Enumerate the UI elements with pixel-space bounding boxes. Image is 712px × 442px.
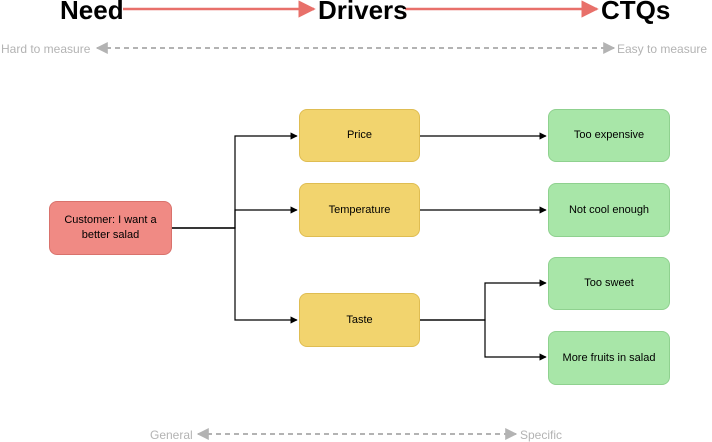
need-node-label: Customer: I want a better salad [64, 214, 157, 241]
ctq-node-label: Too sweet [584, 277, 634, 289]
hard-to-measure-label: Hard to measure [1, 42, 91, 56]
ctq-node-label: Not cool enough [568, 203, 650, 216]
ctq-node-label: More fruits in salad [562, 351, 656, 364]
ctq-node-more-fruits[interactable]: More fruits in salad [548, 331, 670, 385]
driver-node-temperature[interactable]: Temperature [299, 183, 420, 237]
need-to-taste-connector [172, 227, 298, 324]
need-to-temperature-connector [172, 206, 298, 229]
driver-node-taste[interactable]: Taste [299, 293, 420, 347]
need-node[interactable]: Customer: I want a better salad [49, 201, 172, 255]
ctq-node-too-sweet[interactable]: Too sweet [548, 257, 670, 310]
ctqs-heading: CTQs [601, 0, 671, 25]
driver-node-price[interactable]: Price [299, 109, 420, 162]
taste-to-too-sweet-connector [420, 279, 547, 321]
driver-node-label: Temperature [328, 203, 391, 216]
specific-label: Specific [520, 428, 563, 442]
general-label: General [150, 428, 193, 442]
driver-node-label: Taste [346, 313, 373, 326]
easy-to-measure-label: Easy to measure [617, 42, 708, 56]
ctq-node-label: Too expensive [573, 129, 645, 141]
ctq-node-not-cool-enough[interactable]: Not cool enough [548, 183, 670, 237]
taste-to-more-fruits-connector [420, 319, 547, 361]
need-heading: Need [60, 0, 124, 25]
driver-node-label: Price [346, 129, 373, 141]
ctq-node-too-expensive[interactable]: Too expensive [548, 109, 670, 162]
drivers-heading: Drivers [318, 0, 408, 25]
